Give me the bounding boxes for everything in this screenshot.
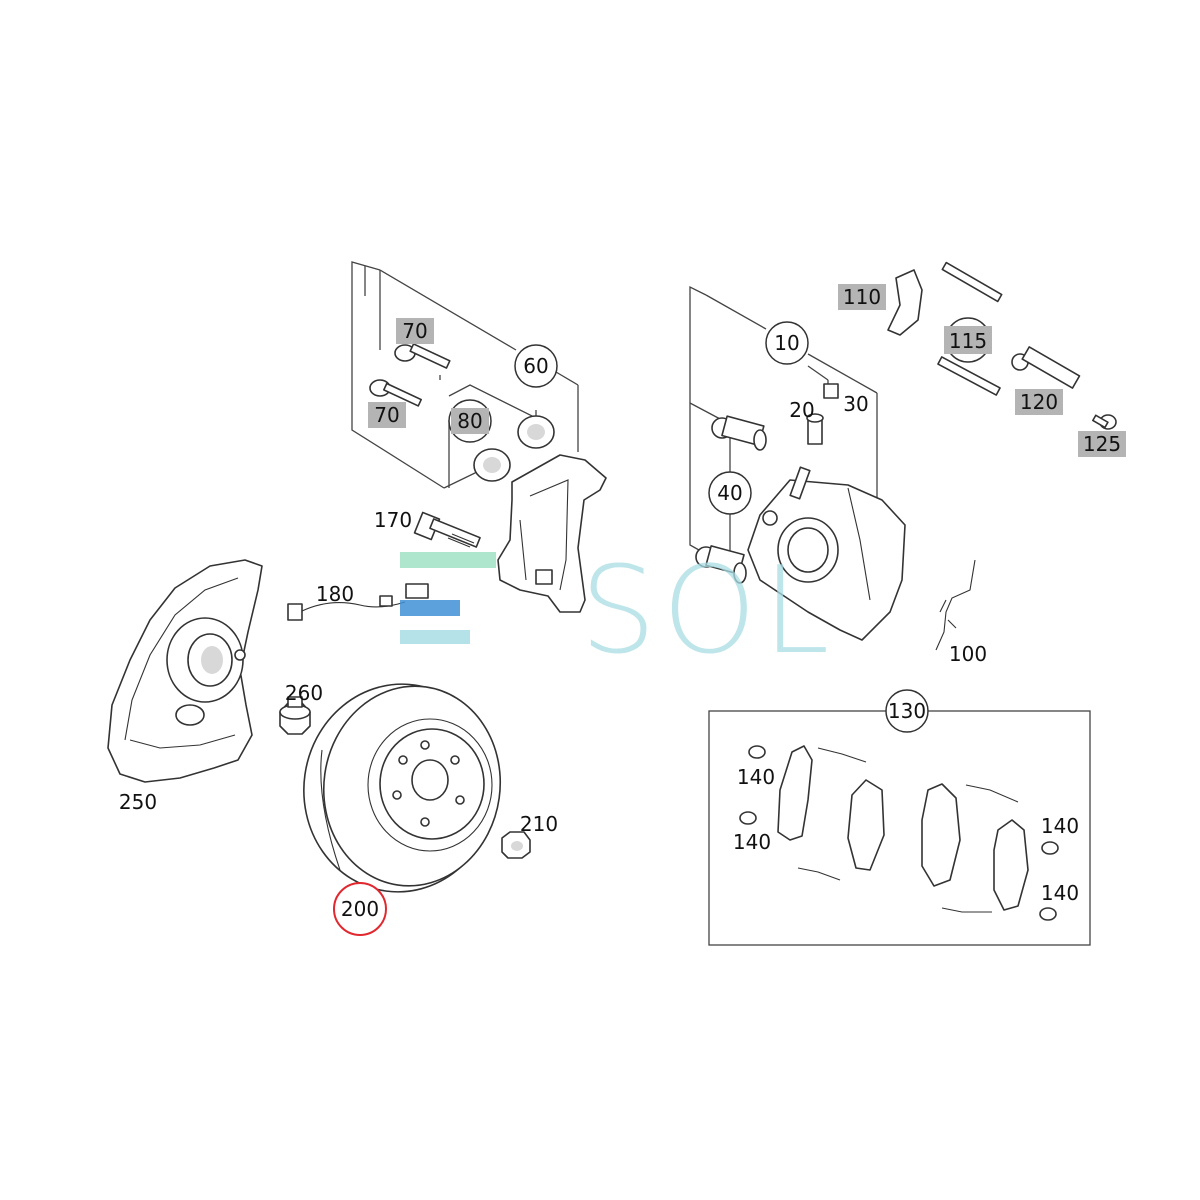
callout-260: 260 (285, 681, 323, 705)
bolt-170 (413, 511, 481, 548)
callout-circle-130 (885, 689, 929, 733)
callout-100: 100 (949, 642, 987, 666)
caliper-carrier-60 (497, 454, 607, 613)
bushing-80 (473, 415, 555, 482)
bleeder-20-30 (806, 383, 839, 445)
callout-highlight-125 (1078, 431, 1126, 457)
bolt-120 (1011, 346, 1081, 389)
caliper-10 (747, 466, 906, 641)
watermark-text: SOL (580, 542, 835, 681)
spring-100 (935, 559, 976, 651)
watermark-bar-3 (400, 630, 470, 644)
callout-140-d: 140 (1041, 881, 1079, 905)
callout-70-upper: 70 (402, 319, 427, 343)
guide-pin-40-lower (695, 545, 747, 584)
watermark-bar-1 (400, 552, 496, 568)
callout-250: 250 (119, 790, 157, 814)
bolt-70-upper (394, 343, 451, 369)
dust-shield-250 (107, 559, 263, 783)
callout-highlight-70a (396, 318, 434, 344)
callout-circle-60 (514, 344, 558, 388)
callout-40: 40 (717, 481, 742, 505)
leader-lines (351, 261, 1091, 946)
pins-115 (937, 261, 1003, 396)
callout-circle-200-selected (333, 882, 387, 936)
callout-120: 120 (1020, 390, 1058, 414)
sol-watermark: SOL (400, 542, 835, 681)
callout-30: 30 (843, 392, 868, 416)
callout-circle-40 (708, 471, 752, 515)
brake-disc-200 (303, 683, 502, 893)
callout-125: 125 (1083, 432, 1121, 456)
callout-highlight-110 (838, 284, 886, 310)
callout-highlight-115 (944, 326, 992, 354)
callout-highlight-80 (451, 408, 489, 434)
callout-200: 200 (341, 897, 379, 921)
brake-pads-130 (739, 745, 1059, 921)
callout-140-a: 140 (737, 765, 775, 789)
callout-80: 80 (457, 409, 482, 433)
callout-140-c: 140 (1041, 814, 1079, 838)
bolt-210 (501, 831, 531, 859)
wear-sensor-180 (287, 583, 429, 621)
callout-highlight-120 (1015, 389, 1063, 415)
bolt-260 (279, 696, 311, 735)
bolt-70-lower (369, 379, 423, 407)
clip-110 (887, 269, 923, 336)
guide-pin-40-upper (711, 415, 767, 451)
callout-60: 60 (523, 354, 548, 378)
bolt-125 (1092, 414, 1117, 430)
callout-170: 170 (374, 508, 412, 532)
watermark-bar-2 (400, 600, 460, 616)
callout-110: 110 (843, 285, 881, 309)
callout-180: 180 (316, 582, 354, 606)
callout-circle-10 (765, 321, 809, 365)
callout-140-b: 140 (733, 830, 771, 854)
callout-130: 130 (888, 699, 926, 723)
callout-210: 210 (520, 812, 558, 836)
callout-highlight-70b (368, 402, 406, 428)
callout-10: 10 (774, 331, 799, 355)
callout-20: 20 (789, 398, 814, 422)
callout-labels: 60 10 40 80 115 130 200 70 70 110 120 12… (119, 284, 1126, 936)
callout-115: 115 (949, 329, 987, 353)
callout-70-lower: 70 (374, 403, 399, 427)
